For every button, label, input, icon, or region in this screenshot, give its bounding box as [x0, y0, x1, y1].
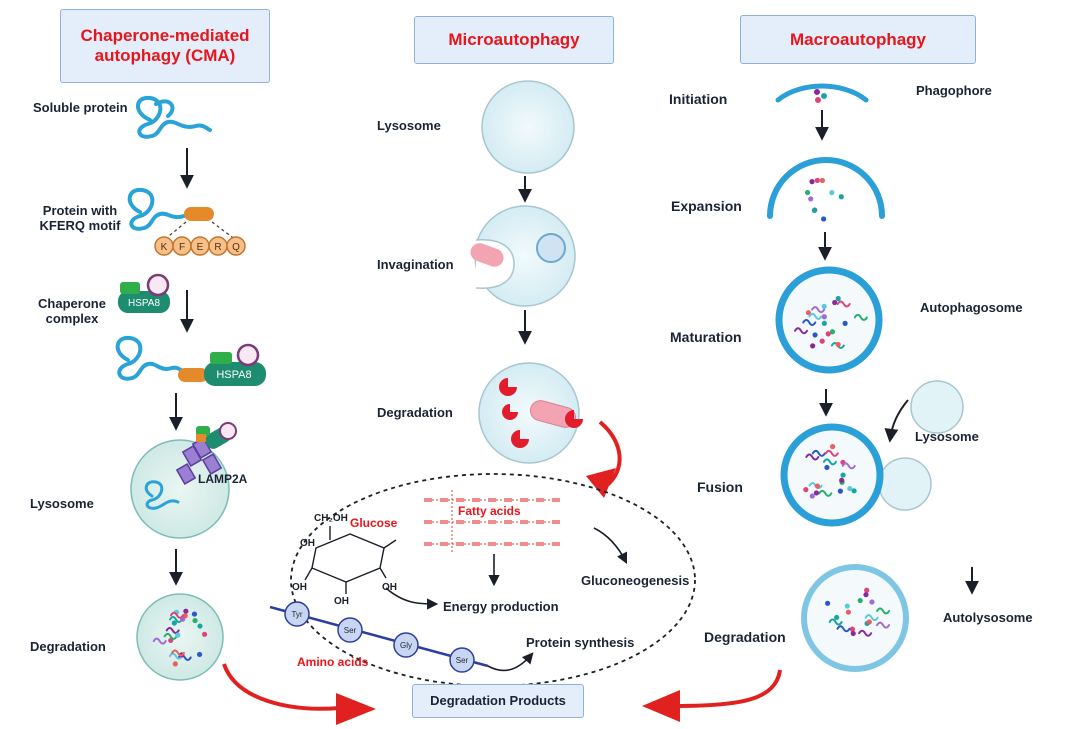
- oh-label-1: OH: [300, 538, 315, 549]
- amino-acids-label: Amino acids: [297, 655, 369, 669]
- amino-acid-bead-label: Gly: [400, 641, 412, 650]
- autolysosome-label: Autolysosome: [943, 610, 1033, 625]
- kferq-protein-icon: [127, 187, 186, 231]
- bound-protein-icon: [115, 335, 188, 381]
- lamp2a-receptor-icon: [175, 422, 237, 485]
- soluble-protein-label: Soluble protein: [33, 100, 128, 115]
- kferq-bead-letter: R: [214, 242, 221, 253]
- kferq-bead-letter: F: [179, 242, 185, 253]
- degradation-products-box: Degradation Products: [412, 684, 584, 718]
- macroautophagy-header: Macroautophagy: [740, 15, 976, 64]
- fa-to-gluconeogenesis-arrow: [593, 527, 628, 565]
- kferq-bead: [226, 236, 246, 256]
- macro-degradation-label: Degradation: [704, 629, 786, 645]
- lamp2a-label: LAMP2A: [198, 472, 248, 486]
- protein-synthesis-label: Protein synthesis: [526, 635, 635, 650]
- ch2oh-label: CH₂OH: [314, 513, 348, 524]
- fatty-acid-atoms: [424, 498, 560, 546]
- cma-lysosome-label: Lysosome: [30, 496, 94, 511]
- oh-label-3: OH: [334, 596, 349, 607]
- fatty-acids-label: Fatty acids: [458, 504, 521, 518]
- initiation-label: Initiation: [669, 91, 728, 107]
- products-ellipse: [290, 473, 696, 687]
- expansion-label: Expansion: [671, 198, 742, 214]
- gluconeogenesis-label: Gluconeogenesis: [581, 573, 690, 588]
- fusion-label: Fusion: [697, 479, 743, 495]
- cma-degradation-icon: [136, 593, 224, 681]
- kferq-bead-letter: Q: [232, 242, 240, 253]
- kferq-bead-letter: E: [197, 242, 204, 253]
- hspa8-chaperone-icon: [118, 291, 170, 313]
- oh-label-4: OH: [382, 582, 397, 593]
- micro-lysosome-label: Lysosome: [377, 118, 441, 133]
- macro-header-text: Macroautophagy: [789, 29, 927, 49]
- autolysosome-icon: [801, 564, 909, 672]
- energy-production-label: Energy production: [443, 599, 559, 614]
- macro-lysosome-icon: [910, 380, 964, 434]
- fusion-icon: [780, 423, 884, 527]
- aa-to-synthesis-arrow: [487, 652, 534, 672]
- kferq-bead-letter: K: [161, 242, 168, 253]
- cma-header-text: Chaperone-mediated autophagy (CMA): [80, 26, 250, 65]
- hspa8-chaperone-icon-2: [204, 362, 266, 386]
- soluble-protein-icon: [136, 95, 212, 139]
- hspa8-label-1: HSPA8: [128, 298, 160, 309]
- micro-header-text: Microautophagy: [448, 30, 580, 50]
- hspa8-label-2: HSPA8: [216, 369, 251, 381]
- amino-acid-bead: [393, 632, 419, 658]
- maturation-label: Maturation: [670, 329, 742, 345]
- cma-degradation-label: Degradation: [30, 639, 106, 654]
- autophagosome-label: Autophagosome: [920, 300, 1023, 315]
- amino-acid-bead: [449, 647, 475, 673]
- microautophagy-header: Microautophagy: [414, 16, 614, 64]
- macro-red-arrow: [675, 669, 782, 708]
- lysosome-arrow: [884, 399, 909, 443]
- cma-red-arrow: [222, 663, 341, 711]
- autophagosome-icon: [775, 266, 883, 374]
- micro-degradation-label: Degradation: [377, 405, 453, 420]
- glucose-to-energy-arrow: [385, 587, 439, 610]
- cma-header: Chaperone-mediated autophagy (CMA): [60, 9, 270, 83]
- oh-label-2: OH: [292, 582, 307, 593]
- amino-acid-bead: [337, 617, 363, 643]
- invagination-label: Invagination: [377, 257, 454, 272]
- amino-acid-bead-label: Ser: [344, 626, 357, 635]
- kferq-protein-label: Protein with KFERQ motif: [39, 203, 121, 233]
- micro-lysosome-icon: [481, 80, 575, 174]
- amino-acid-bead-label: Tyr: [291, 610, 302, 619]
- expansion-membrane-icon: [767, 157, 885, 219]
- glucose-label: Glucose: [350, 516, 398, 530]
- phagophore-label: Phagophore: [916, 83, 992, 98]
- lysosomal-enzymes: [499, 378, 583, 448]
- micro-red-arrow: [598, 420, 622, 488]
- phagophore-icon: [775, 83, 869, 103]
- chaperone-complex-label: Chaperone complex: [38, 296, 106, 326]
- glucose-molecule: [304, 526, 397, 594]
- degradation-products-label: Degradation Products: [430, 692, 566, 708]
- motif-segment: [184, 207, 214, 221]
- amino-acid-bead: [284, 601, 310, 627]
- amino-acid-bead-label: Ser: [456, 656, 469, 665]
- macro-lysosome-label: Lysosome: [915, 429, 979, 444]
